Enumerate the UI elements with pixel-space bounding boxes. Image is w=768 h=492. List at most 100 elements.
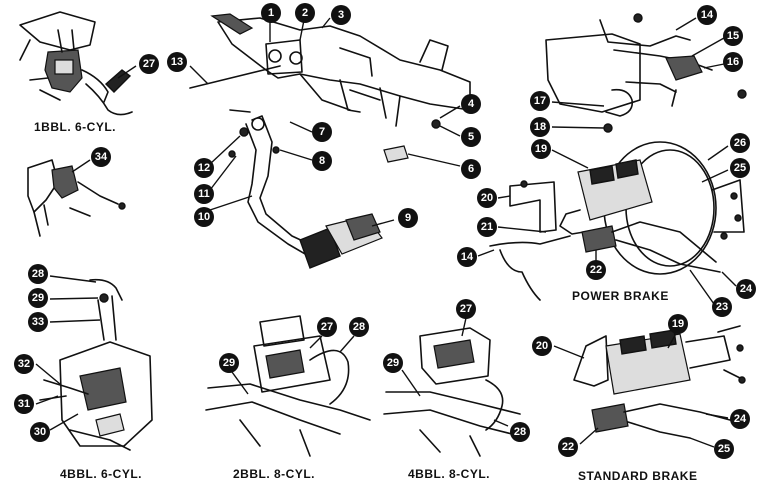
callout-21: 21 xyxy=(477,217,497,237)
svg-text:16: 16 xyxy=(727,56,739,68)
svg-text:23: 23 xyxy=(716,301,728,313)
svg-text:15: 15 xyxy=(727,30,739,42)
callout-1: 1 xyxy=(261,3,281,23)
svg-text:14: 14 xyxy=(461,251,474,263)
callout-30: 30 xyxy=(30,422,50,442)
svg-text:9: 9 xyxy=(405,212,411,224)
svg-text:19: 19 xyxy=(672,318,684,330)
callout-2: 2 xyxy=(295,3,315,23)
caption-1bbl-6cyl: 1BBL. 6-CYL. xyxy=(34,120,116,134)
svg-text:30: 30 xyxy=(34,426,46,438)
svg-text:3: 3 xyxy=(338,9,344,21)
callout-25-power: 25 xyxy=(730,158,750,178)
svg-text:31: 31 xyxy=(18,398,30,410)
caption-4bbl-8cyl: 4BBL. 8-CYL. xyxy=(408,467,490,481)
caption-standard-brake: STANDARD BRAKE xyxy=(578,469,697,483)
svg-text:26: 26 xyxy=(734,137,746,149)
svg-text:22: 22 xyxy=(590,264,602,276)
svg-text:6: 6 xyxy=(468,163,474,175)
svg-text:13: 13 xyxy=(171,56,183,68)
callout-25-standard: 25 xyxy=(714,439,734,459)
callout-20-power: 20 xyxy=(477,188,497,208)
svg-text:18: 18 xyxy=(534,121,546,133)
callout-29-4bbl-8cyl: 29 xyxy=(383,353,403,373)
bracket-34-illustration xyxy=(27,159,126,237)
callout-29-2bbl: 29 xyxy=(219,353,239,373)
svg-text:1: 1 xyxy=(268,7,274,19)
callout-3: 3 xyxy=(331,5,351,25)
bbl4-8cyl-illustration xyxy=(383,327,521,457)
callout-22-standard: 22 xyxy=(558,437,578,457)
callout-19-power: 19 xyxy=(531,139,551,159)
svg-text:25: 25 xyxy=(734,162,746,174)
callout-13: 13 xyxy=(167,52,187,72)
caption-4bbl-6cyl: 4BBL. 6-CYL. xyxy=(60,467,142,481)
svg-text:11: 11 xyxy=(198,188,210,200)
svg-text:24: 24 xyxy=(734,413,747,425)
svg-text:10: 10 xyxy=(198,211,210,223)
callout-27-2bbl: 27 xyxy=(317,317,337,337)
callout-4: 4 xyxy=(461,94,481,114)
callout-24-standard: 24 xyxy=(730,409,750,429)
callout-18: 18 xyxy=(530,117,550,137)
callout-14-power: 14 xyxy=(457,247,477,267)
caption-2bbl-8cyl: 2BBL. 8-CYL. xyxy=(233,467,315,481)
svg-text:28: 28 xyxy=(32,268,44,280)
callout-23: 23 xyxy=(712,297,732,317)
svg-text:29: 29 xyxy=(387,357,399,369)
bbl4-6cyl-illustration xyxy=(39,278,153,451)
proportioning-bracket-illustration xyxy=(545,13,747,133)
callout-29-4bbl-6cyl: 29 xyxy=(28,288,48,308)
callout-22-power: 22 xyxy=(586,260,606,280)
svg-text:25: 25 xyxy=(718,443,730,455)
svg-text:21: 21 xyxy=(481,221,493,233)
svg-text:27: 27 xyxy=(460,303,472,315)
caption-power-brake: POWER BRAKE xyxy=(572,289,669,303)
svg-text:33: 33 xyxy=(32,316,44,328)
callout-33: 33 xyxy=(28,312,48,332)
callout-8: 8 xyxy=(312,151,332,171)
svg-text:29: 29 xyxy=(32,292,44,304)
callout-7: 7 xyxy=(312,122,332,142)
callout-32: 32 xyxy=(14,354,34,374)
callout-12: 12 xyxy=(194,158,214,178)
callout-9: 9 xyxy=(398,208,418,228)
svg-text:7: 7 xyxy=(319,126,325,138)
callout-27-top-left: 27 xyxy=(139,54,159,74)
callout-6: 6 xyxy=(461,159,481,179)
svg-text:17: 17 xyxy=(534,95,546,107)
svg-text:14: 14 xyxy=(701,9,714,21)
svg-text:32: 32 xyxy=(18,358,30,370)
svg-text:29: 29 xyxy=(223,357,235,369)
callout-14-top-right: 14 xyxy=(697,5,717,25)
callout-10: 10 xyxy=(194,207,214,227)
svg-text:28: 28 xyxy=(514,426,526,438)
svg-text:24: 24 xyxy=(740,283,753,295)
svg-text:27: 27 xyxy=(321,321,333,333)
svg-text:27: 27 xyxy=(143,58,155,70)
svg-text:28: 28 xyxy=(353,321,365,333)
callout-34: 34 xyxy=(91,147,111,167)
callout-20-standard: 20 xyxy=(532,336,552,356)
callout-16: 16 xyxy=(723,52,743,72)
callout-24-power: 24 xyxy=(736,279,756,299)
svg-text:20: 20 xyxy=(536,340,548,352)
power-brake-illustration xyxy=(489,141,745,301)
callout-27-4bbl-8cyl: 27 xyxy=(456,299,476,319)
standard-brake-illustration xyxy=(573,325,746,439)
svg-text:2: 2 xyxy=(302,7,308,19)
svg-text:22: 22 xyxy=(562,441,574,453)
svg-text:12: 12 xyxy=(198,162,210,174)
callout-5: 5 xyxy=(461,127,481,147)
pedal-bracket-illustration xyxy=(189,13,471,269)
bbl2-8cyl-illustration xyxy=(205,315,371,457)
callout-28-4bbl-6cyl: 28 xyxy=(28,264,48,284)
callout-11: 11 xyxy=(194,184,214,204)
svg-text:8: 8 xyxy=(319,155,325,167)
bbl1-6cyl-illustration xyxy=(19,11,133,116)
svg-text:4: 4 xyxy=(468,98,475,110)
callout-26: 26 xyxy=(730,133,750,153)
callout-19-standard: 19 xyxy=(668,314,688,334)
svg-text:19: 19 xyxy=(535,143,547,155)
